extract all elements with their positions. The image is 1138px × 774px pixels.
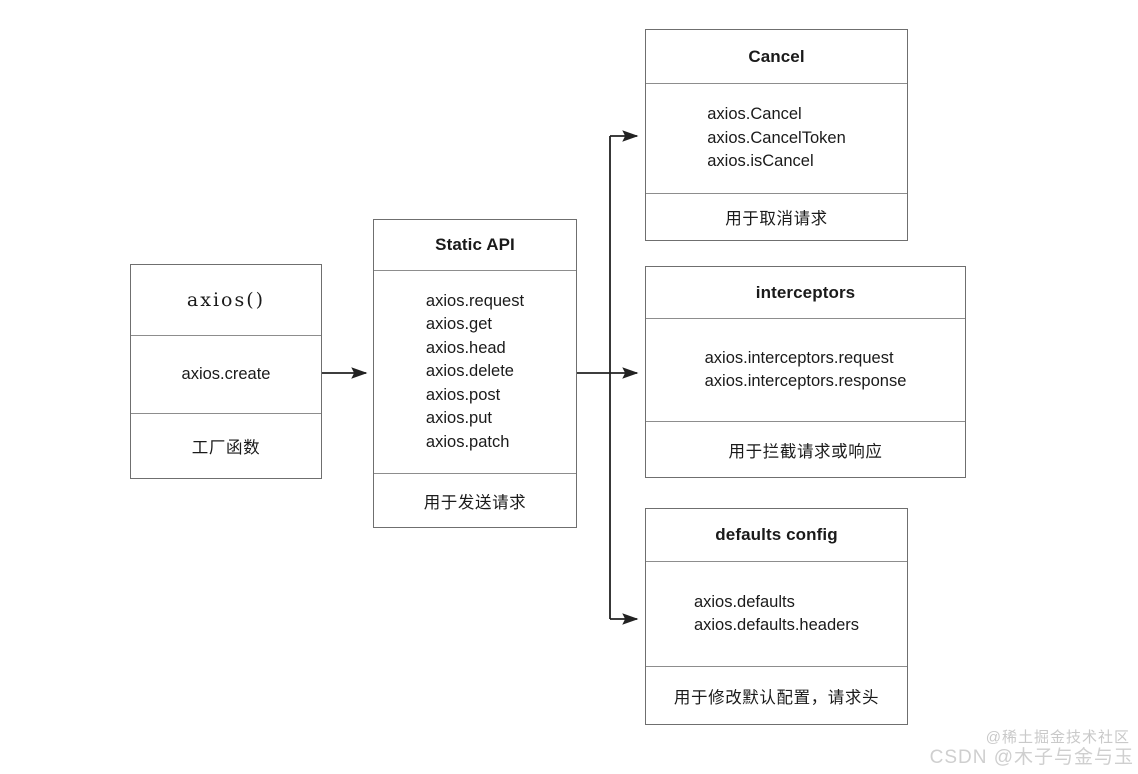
node-axios-factory-method-section: axios.create xyxy=(131,335,321,413)
node-axios-factory[interactable]: axios() axios.create 工厂函数 xyxy=(130,264,322,479)
node-defaults-config-methods: axios.defaults axios.defaults.headers xyxy=(693,592,860,634)
node-cancel[interactable]: Cancel axios.Cancel axios.CancelToken ax… xyxy=(645,29,908,241)
node-axios-factory-title-section: axios() xyxy=(131,265,321,335)
node-defaults-config-title: defaults config xyxy=(715,525,838,544)
node-defaults-config-note-section: 用于修改默认配置，请求头 xyxy=(646,666,907,724)
node-cancel-methods-section: axios.Cancel axios.CancelToken axios.isC… xyxy=(646,83,907,193)
node-cancel-note-section: 用于取消请求 xyxy=(646,193,907,240)
node-defaults-config-methods-section: axios.defaults axios.defaults.headers xyxy=(646,561,907,666)
node-interceptors-methods: axios.interceptors.request axios.interce… xyxy=(704,348,907,390)
node-cancel-title: Cancel xyxy=(748,46,805,66)
node-static-api-note-section: 用于发送请求 xyxy=(374,473,576,527)
node-static-api-methods-section: axios.request axios.get axios.head axios… xyxy=(374,270,576,473)
node-static-api-title: Static API xyxy=(435,235,515,254)
node-axios-factory-method: axios.create xyxy=(181,365,271,383)
node-interceptors-title: interceptors xyxy=(755,282,856,302)
node-interceptors-note-section: 用于拦截请求或响应 xyxy=(646,421,965,477)
node-cancel-note: 用于取消请求 xyxy=(725,210,828,228)
node-axios-factory-note-section: 工厂函数 xyxy=(131,413,321,478)
node-axios-factory-note: 工厂函数 xyxy=(191,439,261,457)
node-defaults-config-note: 用于修改默认配置，请求头 xyxy=(673,688,880,707)
node-axios-factory-title: axios() xyxy=(186,289,266,311)
node-defaults-config-title-section: defaults config xyxy=(646,509,907,561)
node-static-api-methods: axios.request axios.get axios.head axios… xyxy=(425,292,525,451)
edge-static-api-trunk xyxy=(577,136,611,619)
node-cancel-title-section: Cancel xyxy=(646,30,907,83)
node-static-api[interactable]: Static API axios.request axios.get axios… xyxy=(373,219,577,528)
watermark-csdn: CSDN @木子与金与玉 xyxy=(929,747,1134,768)
node-interceptors-methods-section: axios.interceptors.request axios.interce… xyxy=(646,318,965,421)
watermark-juejin: @稀土掘金技术社区 xyxy=(985,729,1130,746)
node-cancel-methods: axios.Cancel axios.CancelToken axios.isC… xyxy=(707,105,846,171)
node-interceptors-title-section: interceptors xyxy=(646,267,965,318)
node-static-api-note: 用于发送请求 xyxy=(423,493,527,512)
node-defaults-config[interactable]: defaults config axios.defaults axios.def… xyxy=(645,508,908,725)
node-interceptors-note: 用于拦截请求或响应 xyxy=(728,442,883,461)
node-interceptors[interactable]: interceptors axios.interceptors.request … xyxy=(645,266,966,478)
node-static-api-title-section: Static API xyxy=(374,220,576,270)
